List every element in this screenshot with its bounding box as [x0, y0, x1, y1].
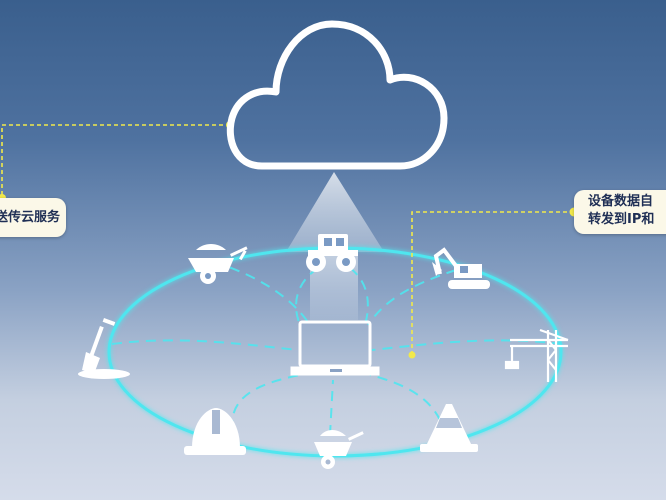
tower-crane-icon [504, 328, 569, 382]
shovel-icon [78, 318, 130, 379]
wheelbarrow-icon-bottom [314, 430, 364, 469]
laptop-icon [290, 320, 380, 376]
road-roller-icon [306, 234, 358, 272]
callout-cloud-service-text: 送传云服务 [0, 209, 60, 225]
wheelbarrow-icon [188, 244, 248, 284]
callout-connectors [1, 124, 574, 355]
connector-dot-inner [408, 351, 416, 359]
hard-hat-icon [184, 408, 246, 455]
callout-data-forwarding-line2: 转发到IP和 [588, 212, 655, 227]
excavator-icon [432, 247, 490, 289]
callout-data-forwarding-line1: 设备数据自 [588, 194, 654, 209]
cloud-icon [226, 20, 448, 170]
callout-data-forwarding: 设备数据自 转发到IP和 [574, 190, 666, 234]
dashed-connections [111, 261, 563, 436]
callout-cloud-service: 送传云服务 [0, 198, 66, 237]
traffic-cone-icon [420, 404, 478, 452]
